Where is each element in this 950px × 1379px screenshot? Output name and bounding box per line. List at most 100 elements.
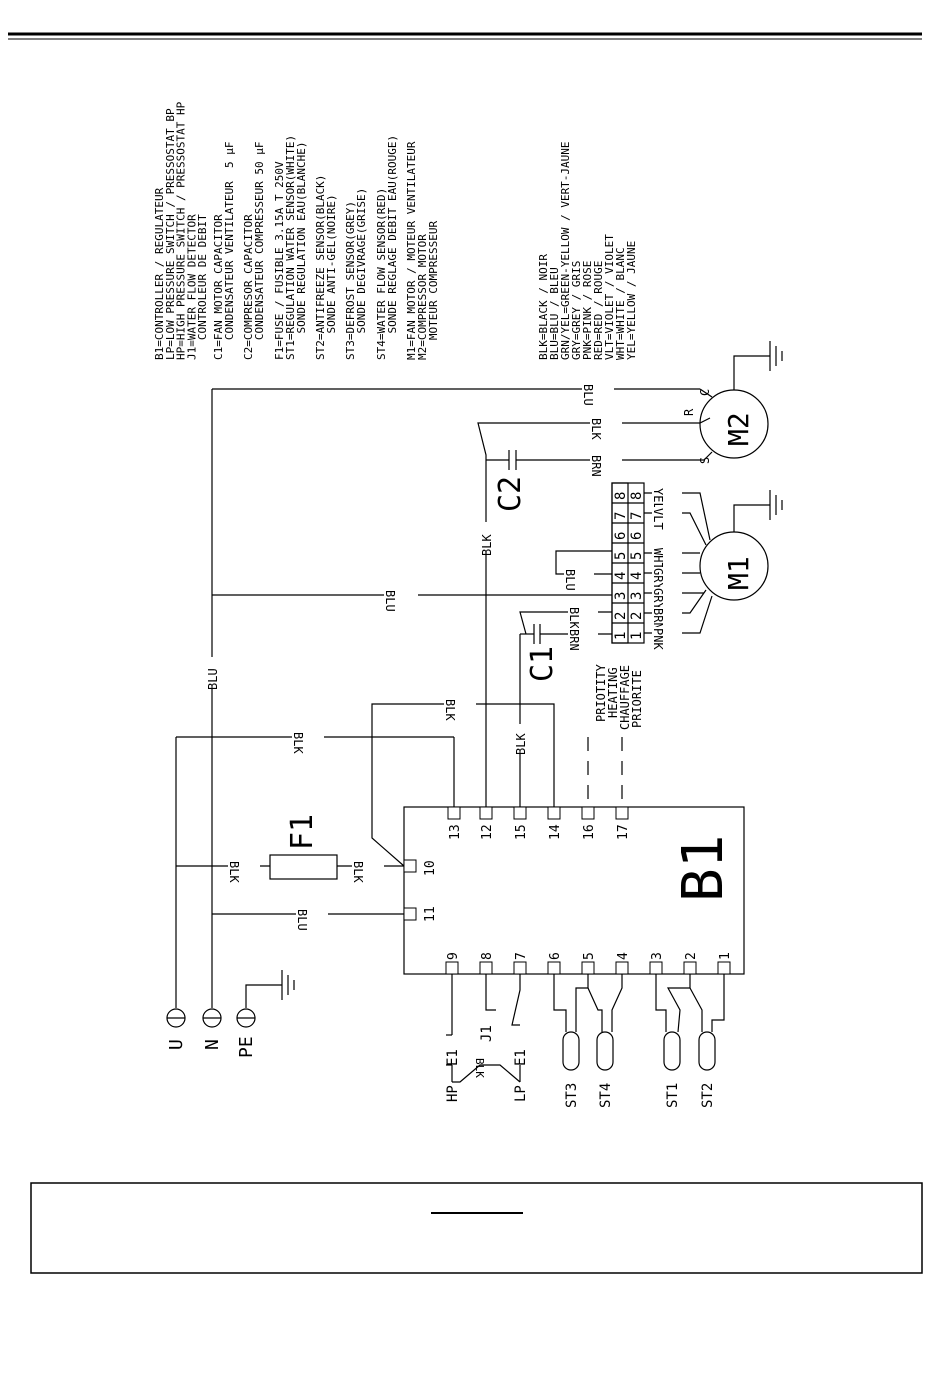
terminal-1: [717, 961, 731, 975]
fan-motor-connector: [611, 482, 645, 644]
legend-line: WHT=WHITE / BLANC: [614, 247, 627, 360]
legend-line: J1=WATER FLOW DETECTOR: [185, 214, 198, 360]
wire-label: BLK: [473, 1058, 486, 1078]
e1-label-hp: E1: [445, 1049, 461, 1066]
legend-line: SONDE ANTI-GEL(NOIRE): [325, 194, 338, 360]
terminal-label: 9: [446, 952, 461, 960]
priority-note-line: CHAUFFAGE: [618, 665, 632, 730]
terminal-label: 7: [514, 952, 529, 960]
legend-line: C2=COMPRESOR CAPACITOR: [242, 214, 255, 360]
terminal-label: 14: [548, 824, 563, 840]
terminal-12: [479, 806, 493, 820]
legend-line: B1=CONTROLLER / REGULATEUR: [153, 187, 166, 360]
connector-pin: 7: [613, 512, 629, 520]
terminal-label: 12: [480, 824, 495, 840]
legend-line: ST2=ANTIFREEZE SENSOR(BLACK): [314, 175, 327, 360]
terminal-13: [447, 806, 461, 820]
fuse-f1-symbol: [269, 854, 338, 880]
wire-label: GRY: [651, 568, 665, 590]
priority-note-line: PRIOTITY: [594, 663, 608, 722]
connector-pin: 5: [613, 552, 629, 560]
wire-label: BRN: [567, 629, 581, 651]
terminal-label: 10: [423, 860, 438, 876]
st3-label: ST3: [564, 1083, 580, 1108]
wire-label: BLK: [291, 732, 305, 754]
wire-label: VLT: [651, 508, 665, 530]
terminal-label: 17: [616, 824, 631, 840]
legend-line: BLU=BLU / BLEU: [548, 267, 561, 360]
legend-line: MOTEUR COMPRESSEUR: [427, 221, 440, 360]
wire-label: BLU: [206, 668, 220, 690]
legend-line: PNK=PINK / ROSE: [581, 261, 594, 360]
wire-label: BLK: [480, 534, 494, 556]
mains-n-label: N: [202, 1039, 223, 1050]
wire-label: BLK: [589, 418, 603, 440]
terminal-label: 4: [616, 952, 631, 960]
e1-label-lp: E1: [513, 1049, 529, 1066]
terminal-label: 2: [684, 952, 699, 960]
wire-label: BLK: [227, 861, 241, 883]
legend-line: CONTROLEUR DE DEBIT: [196, 214, 209, 360]
hp-label: HP: [445, 1085, 461, 1102]
st4-probe: [596, 1031, 614, 1071]
connector-pin: 1: [629, 632, 645, 640]
terminal-3: [649, 961, 663, 975]
terminal-17: [615, 806, 629, 820]
terminal-11: [403, 907, 417, 921]
wire-label: BRN: [651, 608, 665, 630]
connector-pin: 5: [629, 552, 645, 560]
wire-label: BLU: [563, 569, 577, 591]
legend-line: CONDENSATEUR COMPRESSEUR 50 µF: [253, 141, 266, 360]
lp-label: LP: [513, 1085, 529, 1102]
wire-label: BLK: [567, 607, 581, 629]
terminal-label: 15: [514, 824, 529, 840]
connector-pin: 2: [613, 612, 629, 620]
st4-label: ST4: [598, 1083, 614, 1108]
connector-pin: 4: [613, 572, 629, 580]
controller-b1-box: [403, 806, 745, 975]
mains-u-label: U: [166, 1039, 187, 1050]
legend-line: ST3=DEFROST SENSOR(GREY): [344, 201, 357, 360]
st2-probe: [698, 1031, 716, 1071]
legend-line: LP=LOW PRESSURE SWITCH / PRESSOSTAT BP: [164, 108, 177, 360]
wire-label: GRY: [651, 588, 665, 610]
terminal-4: [615, 961, 629, 975]
mains-pe-label: PE: [236, 1036, 257, 1058]
priority-note-line: PRIORITE: [630, 670, 644, 728]
legend-line: M1=FAN MOTOR / MOTEUR VENTILATEUR: [405, 141, 418, 360]
terminal-label: 11: [423, 906, 438, 922]
terminal-5: [581, 961, 595, 975]
connector-pin: 2: [629, 612, 645, 620]
wire-label: BLU: [295, 909, 309, 931]
connector-pin: 3: [629, 592, 645, 600]
connector-pin: 4: [629, 572, 645, 580]
legend-line: BLK=BLACK / NOIR: [537, 254, 550, 360]
st3-probe: [562, 1031, 580, 1071]
capacitor-c1-label: C1: [525, 646, 560, 682]
m2-terminal-c: C: [698, 389, 712, 396]
terminal-label: 13: [448, 824, 463, 840]
terminal-9: [445, 961, 459, 975]
terminal-label: 5: [582, 952, 597, 960]
legend-line: SONDE DEGIVRAGE(GRISE): [355, 188, 368, 360]
terminal-2: [683, 961, 697, 975]
terminal-label: 1: [718, 952, 733, 960]
terminal-label: 16: [582, 824, 597, 840]
legend-line: C1=FAN MOTOR CAPACITOR: [212, 214, 225, 360]
wire-label: BLU: [581, 384, 595, 406]
terminal-8: [479, 961, 493, 975]
terminal-10: [403, 859, 417, 873]
wire-label: BLU: [383, 590, 397, 612]
legend-line: YEL=YELLOW / JAUNE: [625, 241, 638, 360]
wire-label: YEL: [651, 488, 665, 510]
wire-label: BLK: [514, 733, 528, 755]
connector-pin: 3: [613, 592, 629, 600]
priority-note-line: HEATING: [606, 667, 620, 718]
st2-label: ST2: [700, 1083, 716, 1108]
wire-label: BRN: [589, 455, 603, 477]
terminal-16: [581, 806, 595, 820]
wire-label: PNK: [651, 628, 665, 650]
legend-line: F1=FUSE / FUSIBLE 3.15A T 250V: [273, 161, 286, 360]
terminal-label: 8: [480, 952, 495, 960]
